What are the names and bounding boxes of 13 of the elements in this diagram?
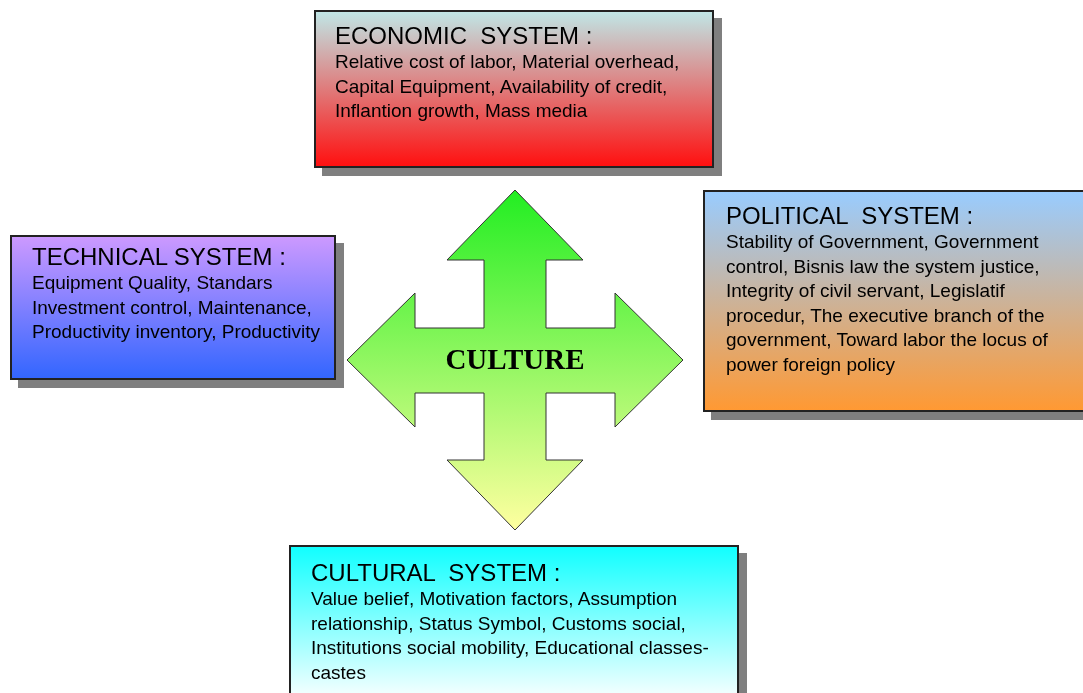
box-body: Stability of Government, Government control, Bisnis law the system justice, Integrity of civil servant, Legislatif procedur, The executive branch of the government, Toward labor the locus of power foreign policy [726, 230, 1049, 377]
box-heading: ECONOMIC SYSTEM : [335, 22, 594, 50]
box-heading: CULTURAL SYSTEM : [311, 559, 562, 587]
box-heading: TECHNICAL SYSTEM : [32, 243, 287, 271]
system-box [703, 190, 1083, 412]
center-label: CULTURE [445, 342, 585, 378]
box-heading: POLITICAL SYSTEM : [726, 202, 975, 230]
system-box [314, 10, 714, 168]
system-box [289, 545, 739, 693]
box-body: Value belief, Motivation factors, Assumption relationship, Status Symbol, Customs social, Institutions social mobility, Educational classes-castes [311, 587, 710, 685]
box-body: Relative cost of labor, Material overhead, Capital Equipment, Availability of credit, Inflantion growth, Mass media [335, 50, 681, 123]
box-body: Equipment Quality, Standars Investment control, Maintenance, Productivity inventory, Productivity [32, 271, 321, 344]
system-box [10, 235, 336, 380]
